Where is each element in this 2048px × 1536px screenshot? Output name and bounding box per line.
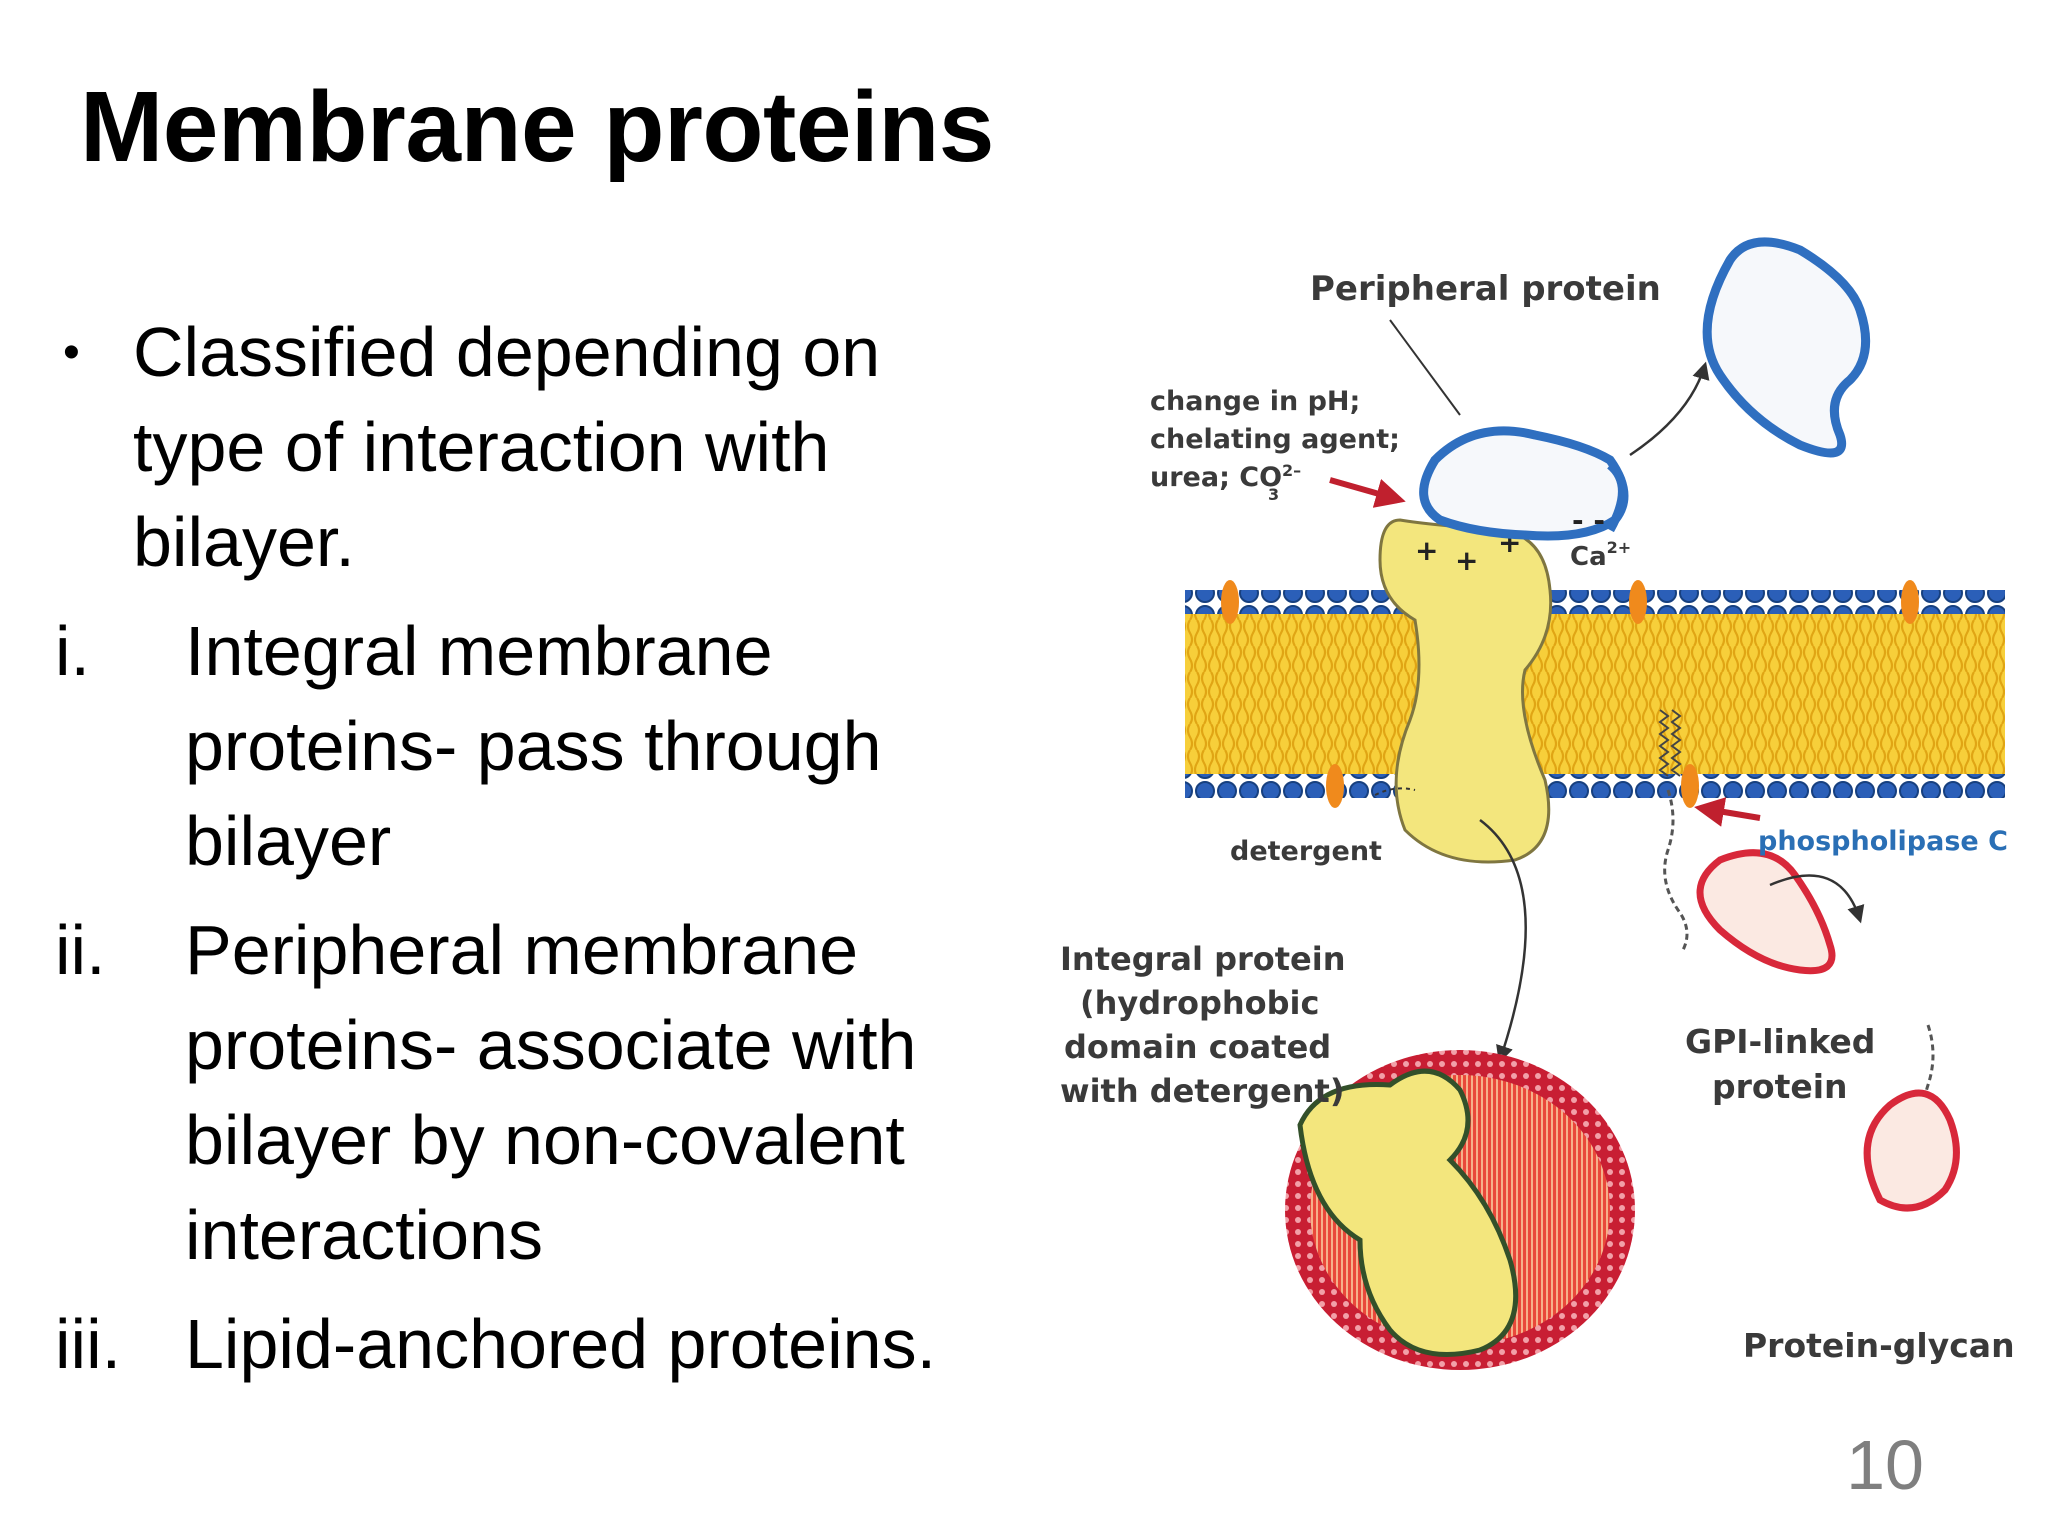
bullet-marker: •	[63, 326, 80, 379]
list-marker: ii.	[55, 911, 106, 989]
membrane-protein-diagram: + + + - - Peripheral protein change in p…	[1040, 230, 2048, 1410]
phospholipase-arrow	[1694, 797, 1761, 827]
bullet-list: • Classified depending on type of intera…	[55, 305, 1015, 1406]
list-item-text: Lipid-anchored proteins.	[185, 1305, 937, 1383]
svg-text:+: +	[1415, 534, 1438, 567]
label-gpi-line2: protein	[1712, 1067, 1848, 1106]
label-calcium-symbol: Ca	[1570, 542, 1607, 572]
label-calcium-charge: 2+	[1607, 538, 1632, 557]
cleavage-arrow	[1769, 874, 1865, 924]
label-peripheral-protein: Peripheral protein	[1310, 269, 1661, 309]
peripheral-protein-shape	[1419, 426, 1629, 541]
gpi-label: GPI-linked protein	[1685, 1022, 1875, 1106]
list-item: iii. Lipid-anchored proteins.	[55, 1297, 1015, 1392]
lipid-markers	[1221, 580, 1919, 808]
solubilized-integral-protein	[1297, 1068, 1519, 1357]
list-item: i. Integral membrane proteins- pass thro…	[55, 604, 1015, 889]
list-item-text: Integral membrane proteins- pass through…	[185, 612, 882, 880]
treatment-arrow	[1329, 477, 1406, 508]
detergent-line	[1374, 787, 1416, 796]
list-item: ii. Peripheral membrane proteins- associ…	[55, 903, 1015, 1283]
gpi-linked-protein-shape	[1696, 849, 1836, 975]
list-marker: iii.	[55, 1305, 122, 1383]
label-treatment-line2: chelating agent;	[1150, 424, 1400, 455]
page-number: 10	[1846, 1426, 1924, 1504]
label-gpi-line1: GPI-linked	[1685, 1022, 1875, 1061]
gpi-anchor	[1658, 709, 1682, 777]
label-integral-line1: Integral protein	[1060, 940, 1346, 978]
label-phospholipase-c: phospholipase C	[1758, 826, 2008, 857]
label-carbonate-sup: 2–	[1282, 461, 1301, 480]
lipid-bilayer	[1185, 590, 2005, 798]
label-treatment-line3: urea; CO2–	[1150, 461, 1301, 493]
label-treatment-line1: change in pH;	[1150, 386, 1360, 417]
label-protein-glycan: Protein-glycan	[1743, 1326, 2015, 1365]
label-integral-line3: domain coated	[1064, 1028, 1331, 1066]
label-integral-line4: with detergent)	[1060, 1072, 1344, 1110]
peripheral-label-line	[1389, 319, 1461, 416]
protein-glycan-shape	[1863, 1089, 1960, 1212]
label-treatment-line3-text: urea; CO	[1150, 462, 1282, 493]
integral-protein-shape	[1378, 518, 1553, 864]
list-item-text: Classified depending on type of interact…	[133, 313, 881, 581]
integral-protein-label: Integral protein (hydrophobic domain coa…	[1060, 940, 1346, 1110]
list-marker: i.	[55, 612, 90, 690]
solubilization-arrow	[1479, 819, 1527, 1064]
negative-charges: - -	[1572, 504, 1605, 537]
release-arrow	[1629, 361, 1710, 457]
label-calcium: Ca2+	[1570, 538, 1631, 572]
glycan-chain	[1663, 789, 1689, 951]
list-item: • Classified depending on type of intera…	[55, 305, 1015, 590]
label-integral-line2: (hydrophobic	[1080, 984, 1319, 1022]
svg-text:+: +	[1455, 544, 1478, 577]
treatment-label: change in pH; chelating agent; urea; CO2…	[1150, 386, 1400, 504]
slide-title: Membrane proteins	[80, 71, 994, 183]
label-carbonate-sub: 3	[1268, 485, 1279, 504]
released-peripheral-protein	[1702, 237, 1871, 458]
peripheral-tail	[1606, 461, 1627, 533]
svg-text:- -: - -	[1572, 504, 1605, 537]
label-detergent: detergent	[1230, 836, 1382, 867]
list-item-text: Peripheral membrane proteins- associate …	[185, 911, 917, 1274]
